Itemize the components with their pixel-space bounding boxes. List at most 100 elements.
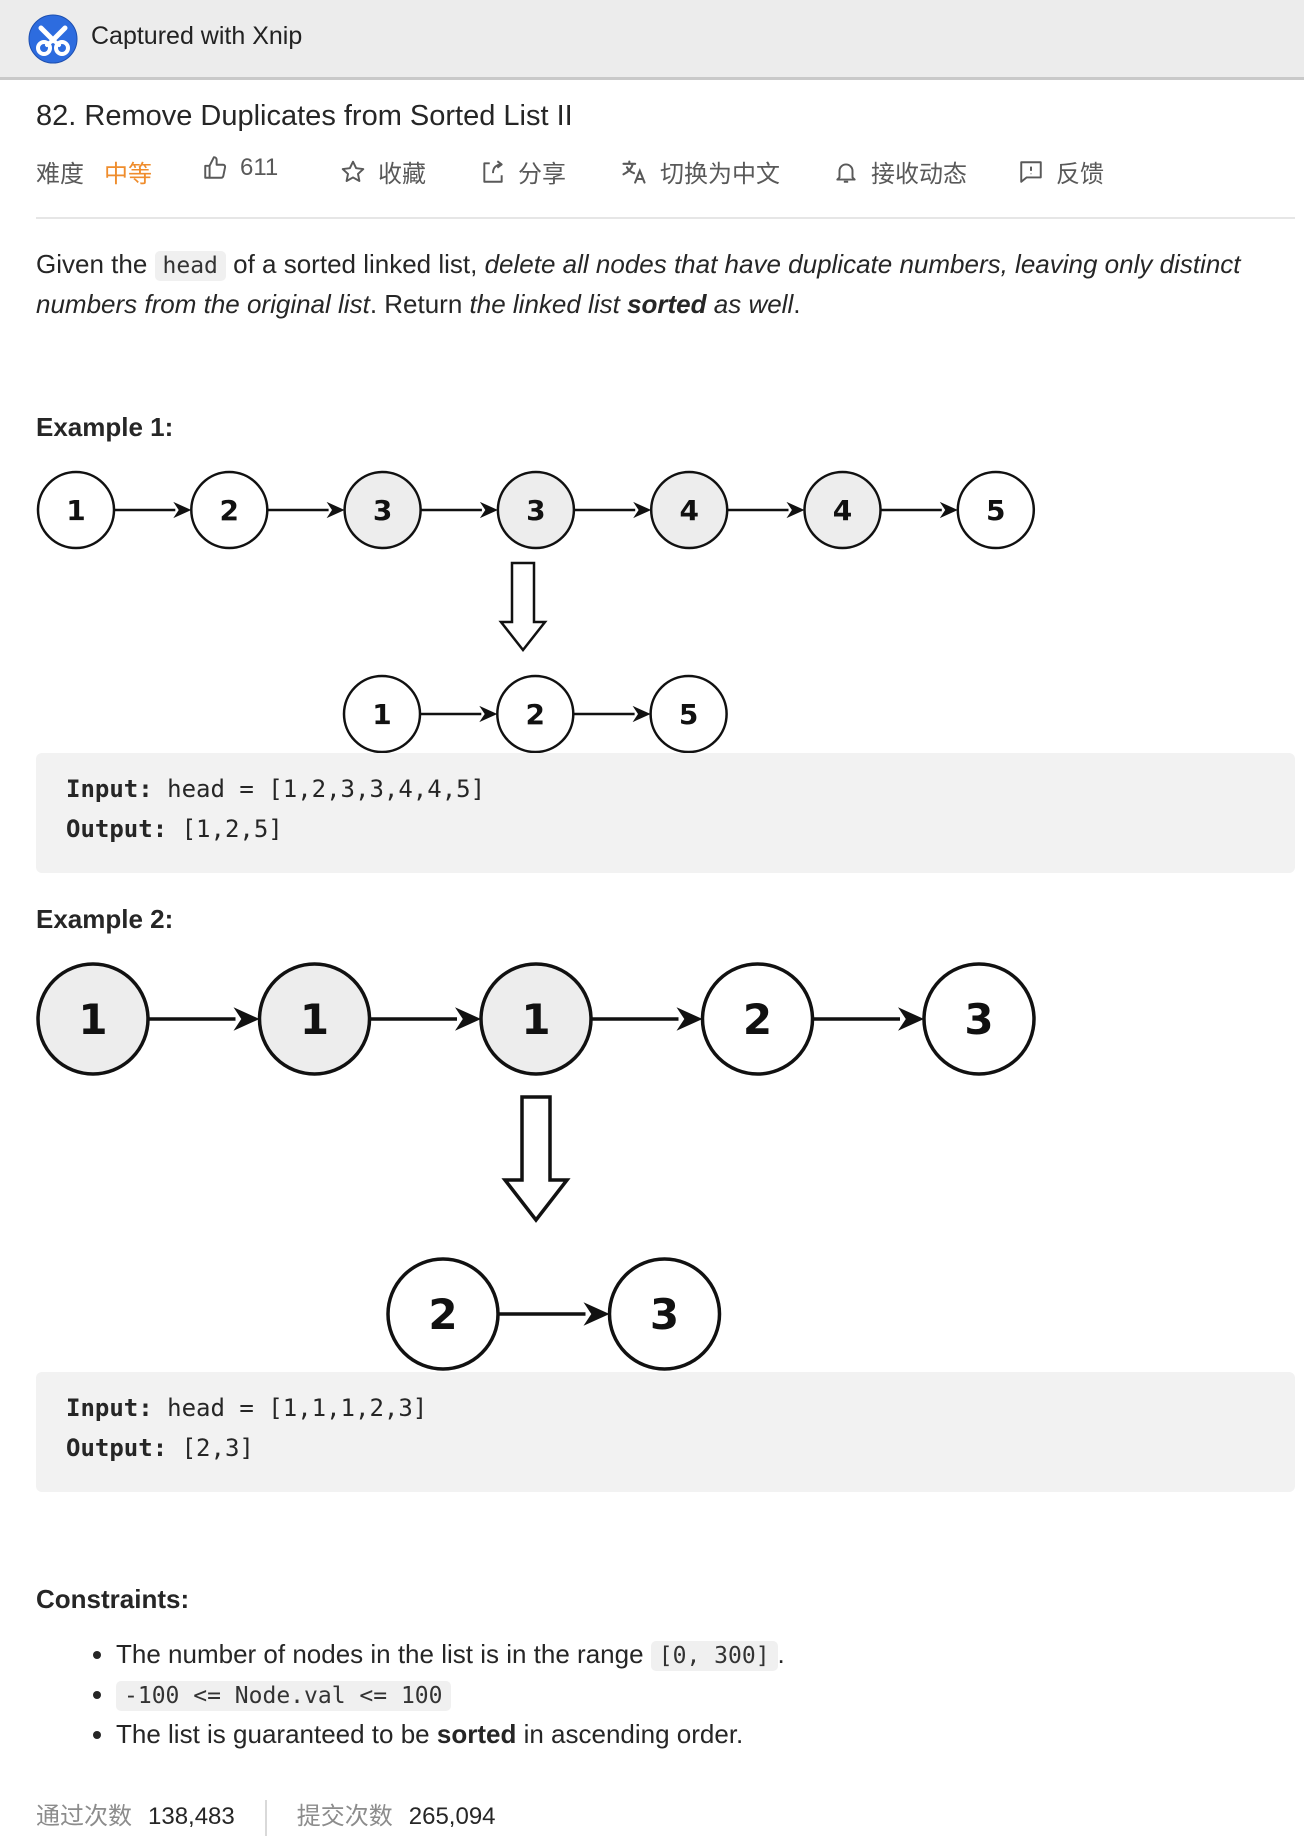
- difficulty-value: 中等: [104, 161, 152, 188]
- favorite-button[interactable]: 收藏: [340, 154, 426, 189]
- list-node: [649, 674, 728, 754]
- list-node: [496, 674, 575, 754]
- constraints-heading: Constraints:: [36, 1584, 190, 1614]
- link-arrow-head: [479, 501, 498, 519]
- share-icon: [483, 159, 503, 183]
- node-value: 1: [372, 698, 391, 731]
- window-titlebar: Captured with Xnip: [0, 0, 1304, 80]
- node-value: 1: [78, 995, 107, 1044]
- star-icon: [341, 160, 365, 182]
- description-text: of a sorted linked list,: [225, 249, 485, 279]
- inline-code-head: head: [154, 251, 226, 281]
- accepted-value: 138,483: [148, 1803, 235, 1830]
- app-name: Captured with Xnip: [91, 22, 303, 50]
- duplicate-node: [649, 470, 729, 550]
- duplicate-node: [479, 962, 593, 1076]
- link-arrow-head: [173, 501, 192, 519]
- list-node: [342, 674, 422, 754]
- bell-icon: [836, 162, 856, 183]
- constraint-item: -100 <= Node.val <= 100: [116, 1675, 1266, 1715]
- feedback-button[interactable]: 反馈: [1018, 154, 1104, 189]
- node-value: 1: [66, 494, 85, 527]
- like-button[interactable]: 611: [202, 154, 278, 182]
- example-2-code-block: Input: head = [1,1,1,2,3] Output: [2,3]: [36, 1372, 1295, 1492]
- constraint-text: .: [777, 1639, 785, 1669]
- input-value: head = [1,2,3,3,4,4,5]: [152, 775, 486, 803]
- constraint-item: The number of nodes in the list is in th…: [116, 1635, 1266, 1675]
- description-emphasis: the linked list sorted as well: [470, 289, 794, 319]
- input-label: Input:: [66, 775, 153, 803]
- node-value: 5: [986, 494, 1005, 527]
- share-label: 分享: [518, 161, 566, 188]
- subscribe-label: 接收动态: [871, 161, 967, 188]
- example-2-heading: Example 2:: [36, 904, 174, 934]
- constraint-text: The list is guaranteed to be: [116, 1719, 437, 1749]
- description-strong: sorted: [627, 289, 707, 319]
- node-value: 2: [428, 1290, 457, 1339]
- translate-label: 切换为中文: [660, 161, 780, 188]
- problem-meta-toolbar: 难度 中等 611 收藏 分享: [36, 154, 1295, 190]
- transform-arrow: [498, 561, 548, 653]
- link-arrow-head: [676, 1007, 703, 1031]
- node-value: 4: [833, 494, 852, 527]
- example-1-output-list: 1 2 5: [342, 674, 728, 754]
- node-value: 4: [679, 494, 698, 527]
- thumbs-up-icon: [204, 156, 227, 179]
- list-node: [922, 962, 1036, 1076]
- submissions-label: 提交次数: [296, 1803, 393, 1830]
- input-label: Input:: [66, 1394, 153, 1422]
- constraint-strong: sorted: [436, 1719, 517, 1749]
- node-value: 3: [964, 995, 993, 1044]
- share-button[interactable]: 分享: [480, 154, 566, 189]
- node-value: 2: [743, 995, 772, 1044]
- description-emphasis-text: as well: [706, 289, 794, 319]
- node-value: 3: [650, 1290, 679, 1339]
- duplicate-node: [343, 470, 422, 550]
- constraint-code: -100 <= Node.val <= 100: [116, 1681, 451, 1711]
- constraints-list: The number of nodes in the list is in th…: [116, 1635, 1266, 1753]
- like-count: 611: [240, 154, 279, 181]
- link-arrow-head: [632, 705, 651, 723]
- difficulty: 难度 中等: [36, 154, 152, 189]
- example-2-output-line: Output: [2,3]: [66, 1434, 254, 1462]
- constraint-item: The list is guaranteed to be sorted in a…: [116, 1715, 1266, 1753]
- description-text: Given the: [36, 249, 155, 279]
- link-arrow-head: [786, 501, 805, 519]
- output-value: [2,3]: [167, 1434, 254, 1462]
- output-label: Output:: [66, 1434, 168, 1462]
- divider: [36, 217, 1295, 219]
- node-value: 1: [300, 995, 329, 1044]
- favorite-label: 收藏: [378, 161, 426, 188]
- duplicate-node: [36, 962, 150, 1076]
- transform-arrow: [501, 1095, 571, 1223]
- node-value: 2: [526, 698, 545, 731]
- example-2-input-line: Input: head = [1,1,1,2,3]: [66, 1394, 427, 1422]
- list-node: [190, 470, 269, 550]
- output-value: [1,2,5]: [167, 815, 283, 843]
- example-1-output-line: Output: [1,2,5]: [66, 815, 283, 843]
- link-arrow-head: [233, 1007, 260, 1031]
- link-arrow-head: [939, 501, 958, 519]
- link-arrow-head: [633, 501, 652, 519]
- input-value: head = [1,1,1,2,3]: [152, 1394, 428, 1422]
- description-emphasis: delete all nodes that have duplicate num…: [36, 249, 1241, 319]
- subscribe-button[interactable]: 接收动态: [833, 154, 967, 189]
- constraint-text: in ascending order.: [516, 1719, 744, 1749]
- link-arrow-head: [479, 705, 498, 723]
- description-text: . Return: [369, 289, 470, 319]
- link-arrow-head: [583, 1302, 610, 1326]
- translate-button[interactable]: 切换为中文: [620, 154, 780, 189]
- problem-description: Given the head of a sorted linked list, …: [36, 245, 1276, 323]
- example-1-heading: Example 1:: [36, 412, 174, 442]
- node-value: 5: [679, 698, 698, 731]
- xnip-logo-icon: [28, 14, 78, 64]
- duplicate-node: [257, 962, 372, 1076]
- output-label: Output:: [66, 815, 168, 843]
- duplicate-node: [496, 470, 576, 550]
- description-text: .: [793, 289, 801, 319]
- translate-icon: [622, 159, 646, 184]
